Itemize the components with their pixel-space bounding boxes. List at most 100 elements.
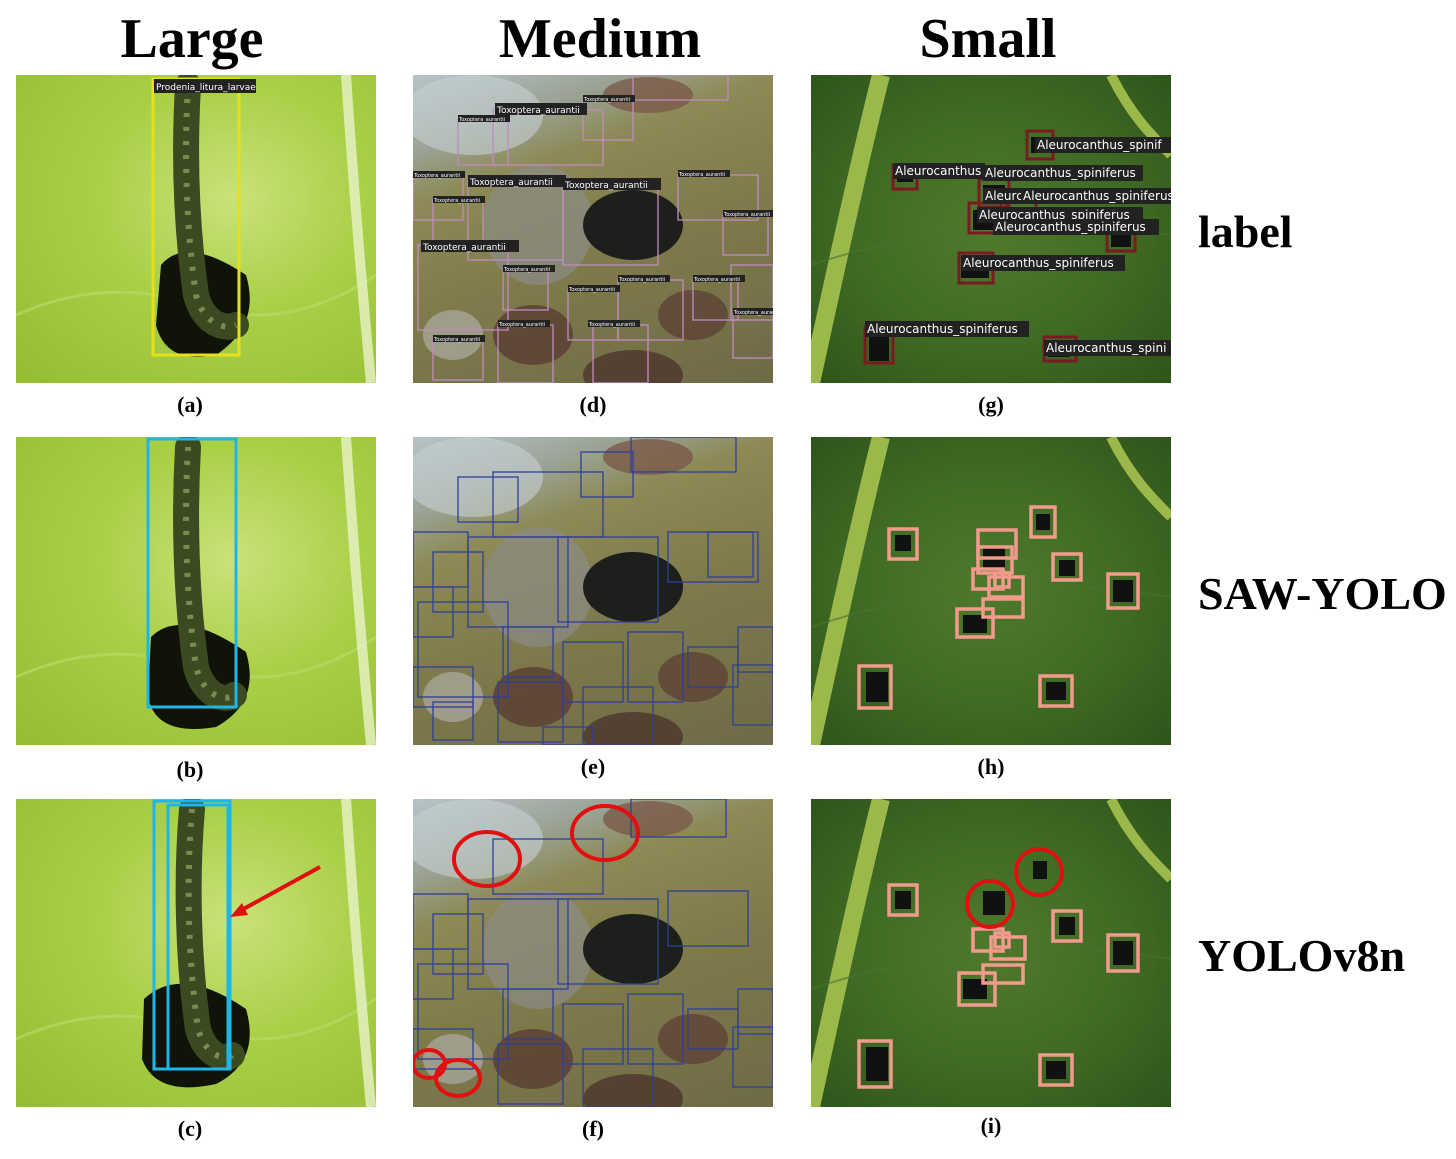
prediction-box-aphid [732, 664, 773, 726]
label-box-aphid [432, 199, 484, 246]
prediction-box-whitefly [971, 927, 1005, 953]
panel-f [413, 799, 773, 1107]
panel-e [413, 437, 773, 745]
label-tag-aphid: Toxoptera_aurantii [503, 267, 550, 273]
label-tag-whitefly: Aleurocanthus [895, 164, 981, 178]
label-box-aphid [722, 214, 769, 256]
label-tag-aphid: Toxoptera_aurantii [422, 243, 506, 253]
panel-b [16, 437, 376, 745]
label-tag-aphid: Toxoptera_aurantii [678, 172, 725, 178]
label-tag-aphid: Toxoptera_aurantii [733, 310, 773, 316]
column-title-small: Small [919, 8, 1057, 70]
prediction-box-whitefly [1051, 909, 1083, 943]
column-title-large: Large [120, 8, 264, 70]
label-box-aphid [632, 75, 729, 101]
prediction-box-whitefly [993, 571, 1011, 589]
label-tag-whitefly: Aleurocanthus_spini [1046, 341, 1166, 355]
prediction-box-aphid [557, 536, 659, 623]
label-tag-aphid: Toxoptera_aurantii [498, 322, 545, 328]
caption-e: (e) [580, 754, 606, 779]
prediction-box-whitefly [1029, 505, 1057, 539]
missed-detection-circle [570, 804, 640, 862]
prediction-box-aphid [432, 913, 484, 975]
panel-a: Prodenia_litura_larvae [16, 75, 376, 383]
prediction-box-aphid [497, 1043, 564, 1105]
prediction-box-aphid [502, 626, 554, 678]
prediction-box-whitefly [857, 1039, 893, 1089]
prediction-box-aphid [627, 631, 684, 703]
caption-b: (b) [176, 757, 204, 782]
label-tag-whitefly: Aleurocanthus_spiniferus [867, 322, 1018, 336]
prediction-box-whitefly [1038, 1053, 1074, 1087]
prediction-box-aphid [413, 948, 454, 1000]
prediction-box-aphid [413, 586, 454, 638]
prediction-box-aphid [557, 898, 659, 985]
caption-c: (c) [177, 1116, 203, 1141]
label-tag-aphid: Toxoptera_aurantii [564, 181, 648, 191]
caterpillar-larva [173, 75, 249, 340]
label-tag-whitefly: Aleurocanthus_spiniferus [1023, 189, 1171, 203]
panel-c [16, 799, 376, 1107]
prediction-box-aphid [497, 681, 564, 743]
prediction-box-aphid [737, 988, 773, 1035]
prediction-box-aphid [432, 701, 474, 741]
label-tag-whitefly: Aleurocanthus_spinif [1037, 138, 1162, 152]
prediction-box-aphid [582, 686, 654, 745]
caption-i: (i) [980, 1113, 1002, 1138]
label-tag-aphid: Toxoptera_aurantii [723, 212, 770, 218]
caterpillar-larva [175, 799, 245, 1071]
missed-detection-circle [1014, 847, 1064, 897]
label-tag-aphid: Toxoptera_aurantii [433, 198, 480, 204]
prediction-box-aphid [707, 531, 754, 578]
row-label-saw-yolo: SAW-YOLO [1198, 568, 1447, 619]
label-tag-whitefly: Aleurocanthus_spiniferus [963, 256, 1114, 270]
caption-f: (f) [582, 1116, 604, 1141]
prediction-box-aphid [732, 1026, 773, 1088]
caterpillar-larva [173, 437, 247, 711]
prediction-box-whitefly [955, 607, 995, 639]
prediction-box-aphid [457, 476, 519, 523]
prediction-box-whitefly [1106, 933, 1140, 973]
prediction-box-aphid [542, 726, 594, 745]
label-tag-aphid: Toxoptera_aurantii [583, 97, 630, 103]
label-tag-aphid: Toxoptera_aurantii [413, 173, 460, 179]
label-tag-aphid: Toxoptera_aurantii [469, 178, 553, 188]
prediction-box-whitefly [887, 527, 919, 561]
prediction-box-aphid [417, 601, 509, 698]
prediction-box-aphid [562, 1003, 624, 1065]
prediction-box-aphid [413, 531, 469, 588]
caption-d: (d) [579, 392, 607, 417]
row-label-label: label [1198, 206, 1293, 257]
label-tag-whitefly: Aleurocanthus_spiniferus [979, 208, 1130, 222]
prediction-box-aphid [413, 893, 469, 950]
missed-detection-circle [452, 830, 522, 888]
prediction-box-larva-duplicate [166, 803, 230, 1071]
prediction-box-aphid [502, 988, 554, 1040]
missed-detection-circle [965, 879, 1015, 929]
panel-g: Aleurocanthus_spinif Aleurocanthus Aleur… [811, 75, 1171, 383]
panel-i [811, 799, 1171, 1107]
prediction-box-whitefly [987, 575, 1025, 599]
caption-h: (h) [977, 754, 1005, 779]
label-tag-whitefly: Aleurc [985, 189, 1023, 203]
label-tag-prodenia: Prodenia_litura_larvae [156, 83, 256, 93]
column-title-medium: Medium [498, 8, 702, 70]
label-box-aphid [730, 264, 773, 321]
prediction-box-aphid [630, 437, 737, 473]
prediction-box-aphid [562, 641, 624, 703]
label-tag-whitefly: Aleurocanthus_spiniferus [985, 166, 1136, 180]
prediction-box-larva [146, 437, 238, 709]
label-tag-aphid: Toxoptera_aurantii [618, 277, 665, 283]
prediction-box-whitefly [1106, 572, 1140, 610]
prediction-box-aphid [737, 626, 773, 673]
label-tag-aphid: Toxoptera_aurantii [588, 322, 635, 328]
label-tag-aphid: Toxoptera_aurantii [496, 106, 580, 116]
prediction-box-aphid [667, 531, 759, 583]
prediction-box-whitefly [993, 931, 1011, 949]
prediction-box-aphid [627, 993, 684, 1065]
prediction-box-aphid [580, 451, 634, 498]
prediction-box-whitefly [857, 664, 893, 710]
caption-g: (g) [978, 392, 1004, 417]
prediction-box-aphid [582, 1048, 654, 1107]
row-label-yolov8n: YOLOv8n [1198, 930, 1406, 981]
